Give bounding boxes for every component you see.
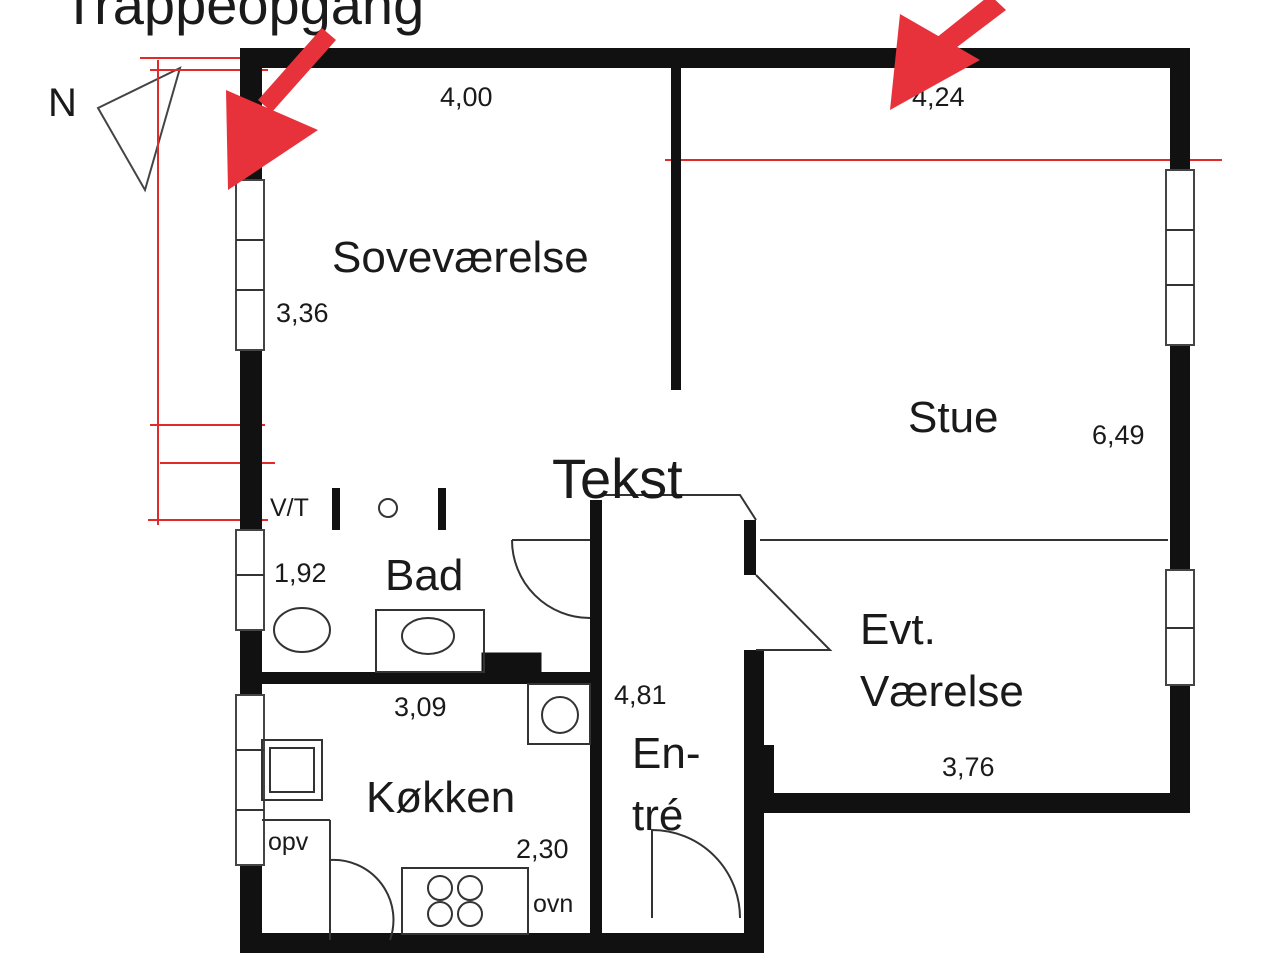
label-opv: opv bbox=[268, 828, 309, 856]
fan-icon bbox=[541, 696, 579, 734]
dim-spare-width: 3,76 bbox=[942, 752, 995, 782]
doors bbox=[329, 494, 1168, 941]
north-label: N bbox=[48, 81, 77, 125]
room-label-entry-2: tré bbox=[632, 791, 683, 840]
dim-kitchen-width: 3,09 bbox=[394, 692, 447, 722]
red-annotation-lines bbox=[140, 57, 1222, 525]
windows bbox=[235, 169, 1195, 866]
dim-bedroom-width: 4,00 bbox=[440, 82, 493, 112]
toilet-icon bbox=[273, 607, 331, 653]
fixtures bbox=[261, 488, 591, 935]
red-arrow-left-icon bbox=[226, 28, 336, 190]
room-label-bath: Bad bbox=[385, 551, 463, 600]
red-arrow-right-icon bbox=[890, 0, 1006, 110]
shower-icon bbox=[378, 498, 398, 518]
room-label-living: Stue bbox=[908, 393, 999, 442]
plan-title: Trappeopgang bbox=[62, 0, 424, 36]
room-label-spare-1: Evt. bbox=[860, 605, 936, 654]
room-label-entry-1: En- bbox=[632, 729, 700, 778]
room-label-spare-2: Værelse bbox=[860, 667, 1024, 716]
room-label-kitchen: Køkken bbox=[366, 773, 515, 822]
label-vt: V/T bbox=[270, 494, 309, 522]
overlay-text: Tekst bbox=[552, 447, 683, 510]
dim-bedroom-depth: 3,36 bbox=[276, 298, 329, 328]
room-label-bedroom: Soveværelse bbox=[332, 233, 589, 282]
dim-living-depth: 6,49 bbox=[1092, 420, 1145, 450]
north-arrow-icon bbox=[96, 66, 182, 193]
label-ovn: ovn bbox=[533, 890, 573, 918]
dim-entry-depth: 4,81 bbox=[614, 680, 667, 710]
stove-icon bbox=[427, 875, 453, 901]
sink-icon bbox=[401, 617, 455, 655]
dim-kitchen-depth: 2,30 bbox=[516, 834, 569, 864]
dim-bath-depth: 1,92 bbox=[274, 558, 327, 588]
